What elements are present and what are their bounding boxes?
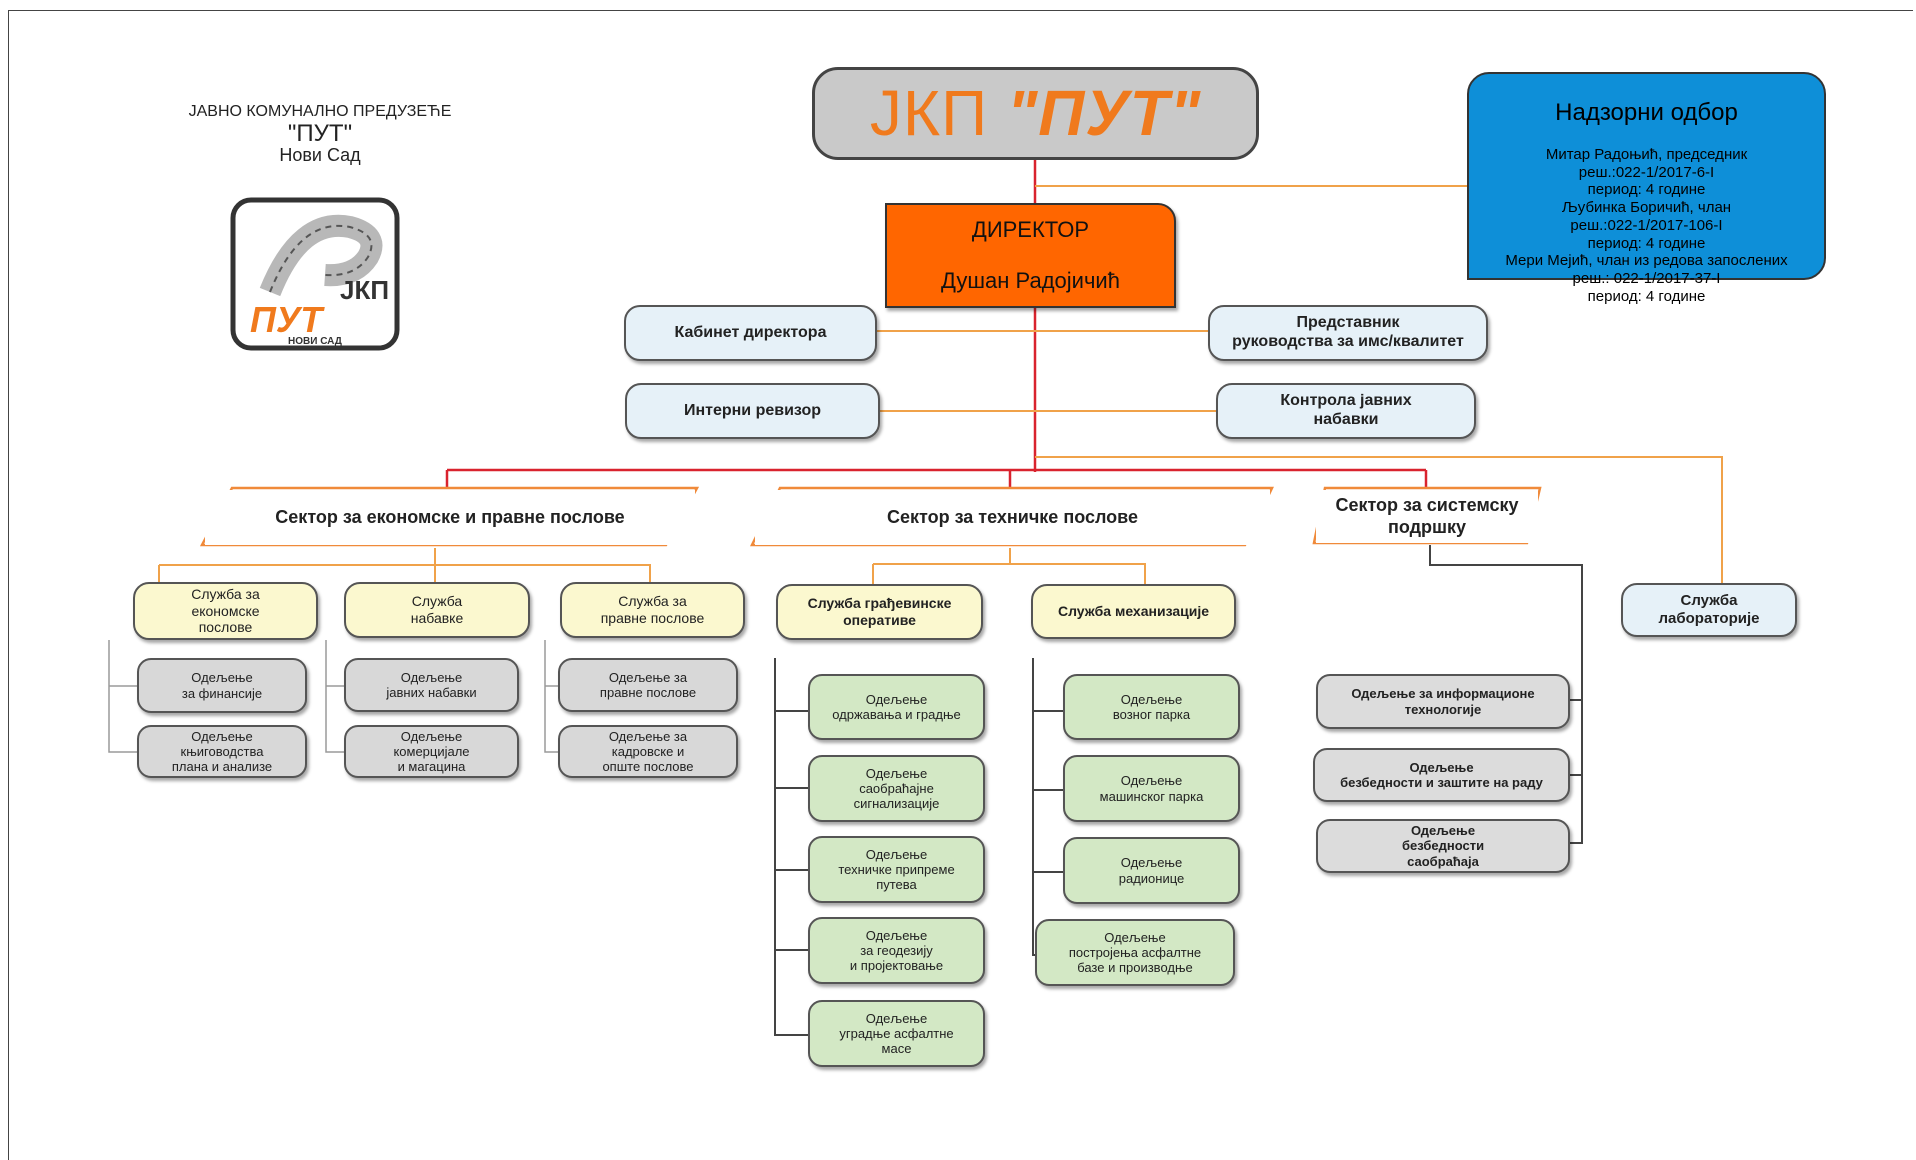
dept-workshops[interactable]: Одељење радионице <box>1063 837 1240 904</box>
top-company-box[interactable]: ЈКП "ПУТ" <box>812 67 1259 160</box>
cabinet-box[interactable]: Кабинет директора <box>624 305 877 361</box>
logo-bottom-text: НОВИ САД <box>288 336 342 347</box>
dept-vehicle-fleet[interactable]: Одељење возног парка <box>1063 674 1240 740</box>
service-legal[interactable]: Служба за правне послове <box>560 582 745 638</box>
dept-legal[interactable]: Одељење за правне послове <box>558 658 738 712</box>
internal-auditor-box[interactable]: Интерни ревизор <box>625 383 880 439</box>
dept-signalization[interactable]: Одељење саобраћајне сигнализације <box>808 755 985 822</box>
service-laboratory[interactable]: Служба лабораторије <box>1621 583 1797 637</box>
dept-technical-preparation[interactable]: Одељење техничке припреме путева <box>808 836 985 903</box>
top-company-prefix: ЈКП <box>869 76 989 149</box>
director-name: Душан Радојичић <box>941 268 1120 294</box>
dept-maintenance[interactable]: Одељење одржавања и градње <box>808 674 985 740</box>
company-type: ЈАВНО КОМУНАЛНО ПРЕДУЗЕЋЕ <box>188 103 452 120</box>
representative-box[interactable]: Представник руководства за имс/квалитет <box>1208 305 1488 361</box>
dept-finance[interactable]: Одељење за финансије <box>137 658 307 713</box>
dept-traffic-safety[interactable]: Одељење безбедности саобраћаја <box>1316 819 1570 873</box>
dept-geodesy[interactable]: Одељење за геодезију и пројектовање <box>808 917 985 984</box>
board-members: Митар Радоњић, председник реш.:022-1/201… <box>1505 146 1788 305</box>
dept-it[interactable]: Одељење за информационе технологије <box>1316 674 1570 729</box>
sector-technical[interactable]: Сектор за техничке послове <box>755 490 1270 545</box>
sector-system-support[interactable]: Сектор за системску подршку <box>1316 490 1538 543</box>
logo-top-text: ЈКП <box>340 275 389 305</box>
dept-public-procurement[interactable]: Одељење јавних набавки <box>344 658 519 712</box>
logo-middle-text: ПУТ <box>250 299 325 340</box>
dept-asphalt-plant[interactable]: Одељење постројења асфалтне базе и произ… <box>1035 919 1235 986</box>
top-company-name: "ПУТ" <box>1006 76 1202 149</box>
dept-hr[interactable]: Одељење за кадровске и опште послове <box>558 725 738 778</box>
dept-machine-fleet[interactable]: Одељење машинског парка <box>1063 755 1240 822</box>
company-logo: ЈКП ПУТ НОВИ САД <box>230 197 400 351</box>
service-economic[interactable]: Служба за економске послове <box>133 582 318 640</box>
dept-accounting[interactable]: Одељење књиговодства плана и анализе <box>137 725 307 778</box>
director-box[interactable]: ДИРЕКТОР Душан Радојичић <box>885 203 1176 308</box>
supervisory-board-box[interactable]: Надзорни одбор Митар Радоњић, председник… <box>1467 72 1826 305</box>
company-city: Нови Сад <box>279 144 361 165</box>
dept-work-safety[interactable]: Одељење безбедности и заштите на раду <box>1313 748 1570 802</box>
service-construction[interactable]: Служба грађевинске оперативе <box>776 584 983 640</box>
director-title: ДИРЕКТОР <box>971 216 1090 242</box>
sector-economic-legal[interactable]: Сектор за економске и правне послове <box>205 490 695 545</box>
page-frame <box>8 10 1913 1160</box>
company-name: "ПУТ" <box>287 119 353 147</box>
company-heading: ЈАВНО КОМУНАЛНО ПРЕДУЗЕЋЕ "ПУТ" Нови Сад <box>150 103 490 165</box>
dept-commercial[interactable]: Одељење комерцијале и магацина <box>344 725 519 778</box>
board-title: Надзорни одбор <box>1555 98 1738 126</box>
service-procurement[interactable]: Служба набавке <box>344 582 530 638</box>
procurement-control-box[interactable]: Контрола јавних набавки <box>1216 383 1476 439</box>
dept-asphalt-installation[interactable]: Одељење уградње асфалтне масе <box>808 1000 985 1067</box>
service-mechanization[interactable]: Служба механизације <box>1031 584 1236 639</box>
